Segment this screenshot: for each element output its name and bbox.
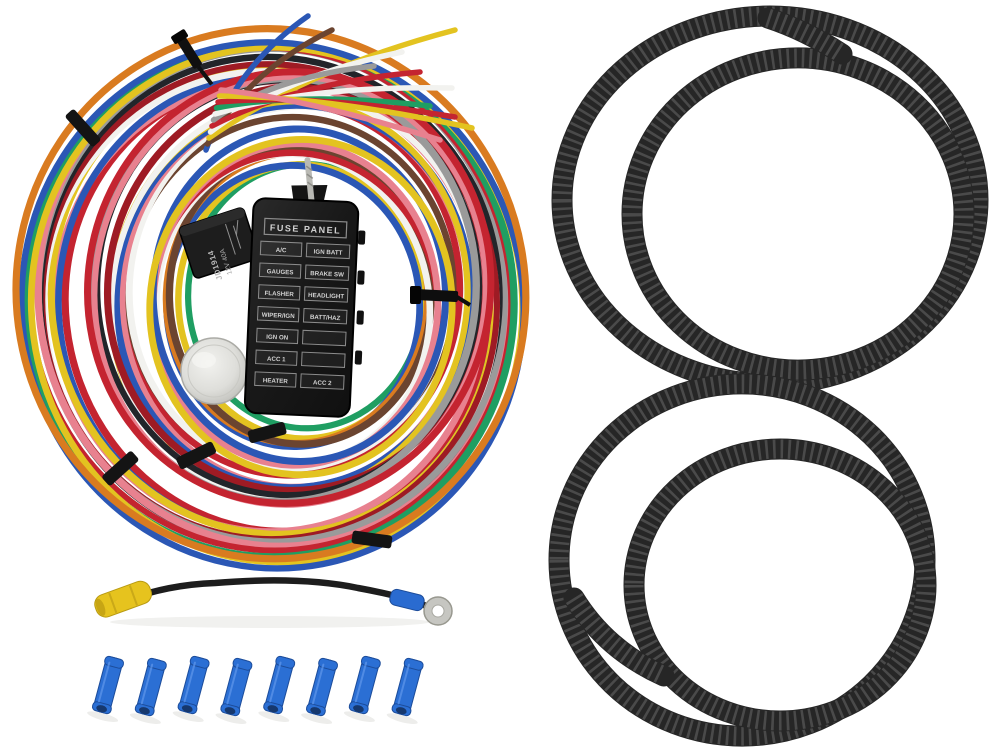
loom-ribs bbox=[552, 6, 988, 394]
butt-connector bbox=[386, 657, 424, 725]
fuse-slot bbox=[256, 327, 299, 345]
tape-wrap bbox=[176, 441, 217, 470]
butt-connector bbox=[87, 655, 125, 723]
loom-tube bbox=[621, 47, 975, 381]
wire-end bbox=[216, 93, 475, 131]
butt-connectors bbox=[87, 655, 424, 725]
tape-wrap bbox=[247, 421, 287, 444]
fuse-slot-label: BATT/HAZ bbox=[310, 314, 341, 322]
wire-ends bbox=[203, 13, 475, 153]
fuse-slot-label: IGN BATT bbox=[313, 248, 342, 256]
wire-end bbox=[209, 69, 423, 129]
fuse-slot-label: WIPER/IGN bbox=[262, 312, 296, 320]
fuse-slot bbox=[259, 240, 303, 257]
loom-ribs bbox=[765, 8, 848, 62]
relay-schematic bbox=[224, 220, 242, 255]
ground-wire-assembly bbox=[94, 577, 453, 628]
butt-connector bbox=[343, 655, 381, 723]
fuse-slot-label: ACC 2 bbox=[313, 379, 332, 387]
split-loom-bottom bbox=[548, 373, 937, 747]
wire-end bbox=[218, 87, 443, 143]
zip-tie bbox=[410, 286, 472, 307]
butt-connector bbox=[215, 657, 253, 725]
split-loom-top bbox=[551, 5, 989, 395]
fuse-slot bbox=[254, 371, 297, 388]
fuse-slot bbox=[258, 262, 302, 279]
fuse-slot-label: GAUGES bbox=[267, 268, 294, 276]
fuse-slot-label: HEADLIGHT bbox=[308, 292, 345, 301]
harness-wraps bbox=[65, 29, 472, 549]
fuse-slot-label: HEATER bbox=[263, 377, 289, 385]
wire-end bbox=[212, 85, 455, 117]
tape-wrap bbox=[351, 530, 393, 549]
fuse-slot-label: IGN ON bbox=[266, 334, 289, 342]
butt-connector bbox=[301, 657, 339, 725]
fuse-slot bbox=[303, 286, 349, 303]
yellow-splice-connector bbox=[94, 580, 152, 618]
loom-ribs bbox=[624, 439, 936, 731]
fuse-slot bbox=[257, 284, 301, 301]
fuse-panel: FUSE PANEL A/C IGN BATT GAUGES BRAKE SW FLAS… bbox=[243, 157, 366, 418]
fuse-slot bbox=[255, 349, 298, 366]
fuse-slot bbox=[300, 373, 345, 390]
fuse-slot-label: A/C bbox=[276, 247, 287, 254]
fuse-panel-body bbox=[243, 197, 360, 418]
fuse-slot bbox=[256, 306, 300, 323]
ground-wire bbox=[108, 577, 428, 610]
relay: JD1914 12V 40A bbox=[178, 207, 260, 281]
wire-loop bbox=[12, 25, 530, 563]
butt-connector bbox=[258, 655, 296, 723]
fuse-slot-label: FLASHER bbox=[264, 290, 294, 298]
butt-connector bbox=[129, 657, 167, 725]
shadow bbox=[110, 616, 430, 628]
tape-wrap bbox=[65, 109, 101, 147]
loom-ribs bbox=[565, 592, 668, 685]
zip-tie bbox=[171, 29, 214, 86]
ring-terminal bbox=[389, 588, 453, 626]
fuse-slot-grid: A/C IGN BATT GAUGES BRAKE SW FLASHER HEADLIGH… bbox=[254, 240, 351, 390]
fuse-slot-label: ACC 1 bbox=[267, 356, 286, 364]
flasher-can bbox=[180, 337, 248, 405]
fuse-slot bbox=[305, 242, 351, 260]
butt-connector bbox=[172, 655, 210, 723]
fuse-slot-label: BRAKE SW bbox=[310, 270, 344, 278]
wire-loop bbox=[146, 135, 456, 479]
fuse-slot bbox=[302, 308, 348, 325]
fuse-panel-title: FUSE PANEL bbox=[270, 223, 342, 236]
fuse-slot bbox=[301, 351, 346, 368]
fuse-slot bbox=[301, 329, 347, 347]
tape-wrap bbox=[102, 451, 139, 486]
fuse-panel-title-plate bbox=[263, 217, 348, 239]
fuse-slot bbox=[304, 264, 350, 281]
